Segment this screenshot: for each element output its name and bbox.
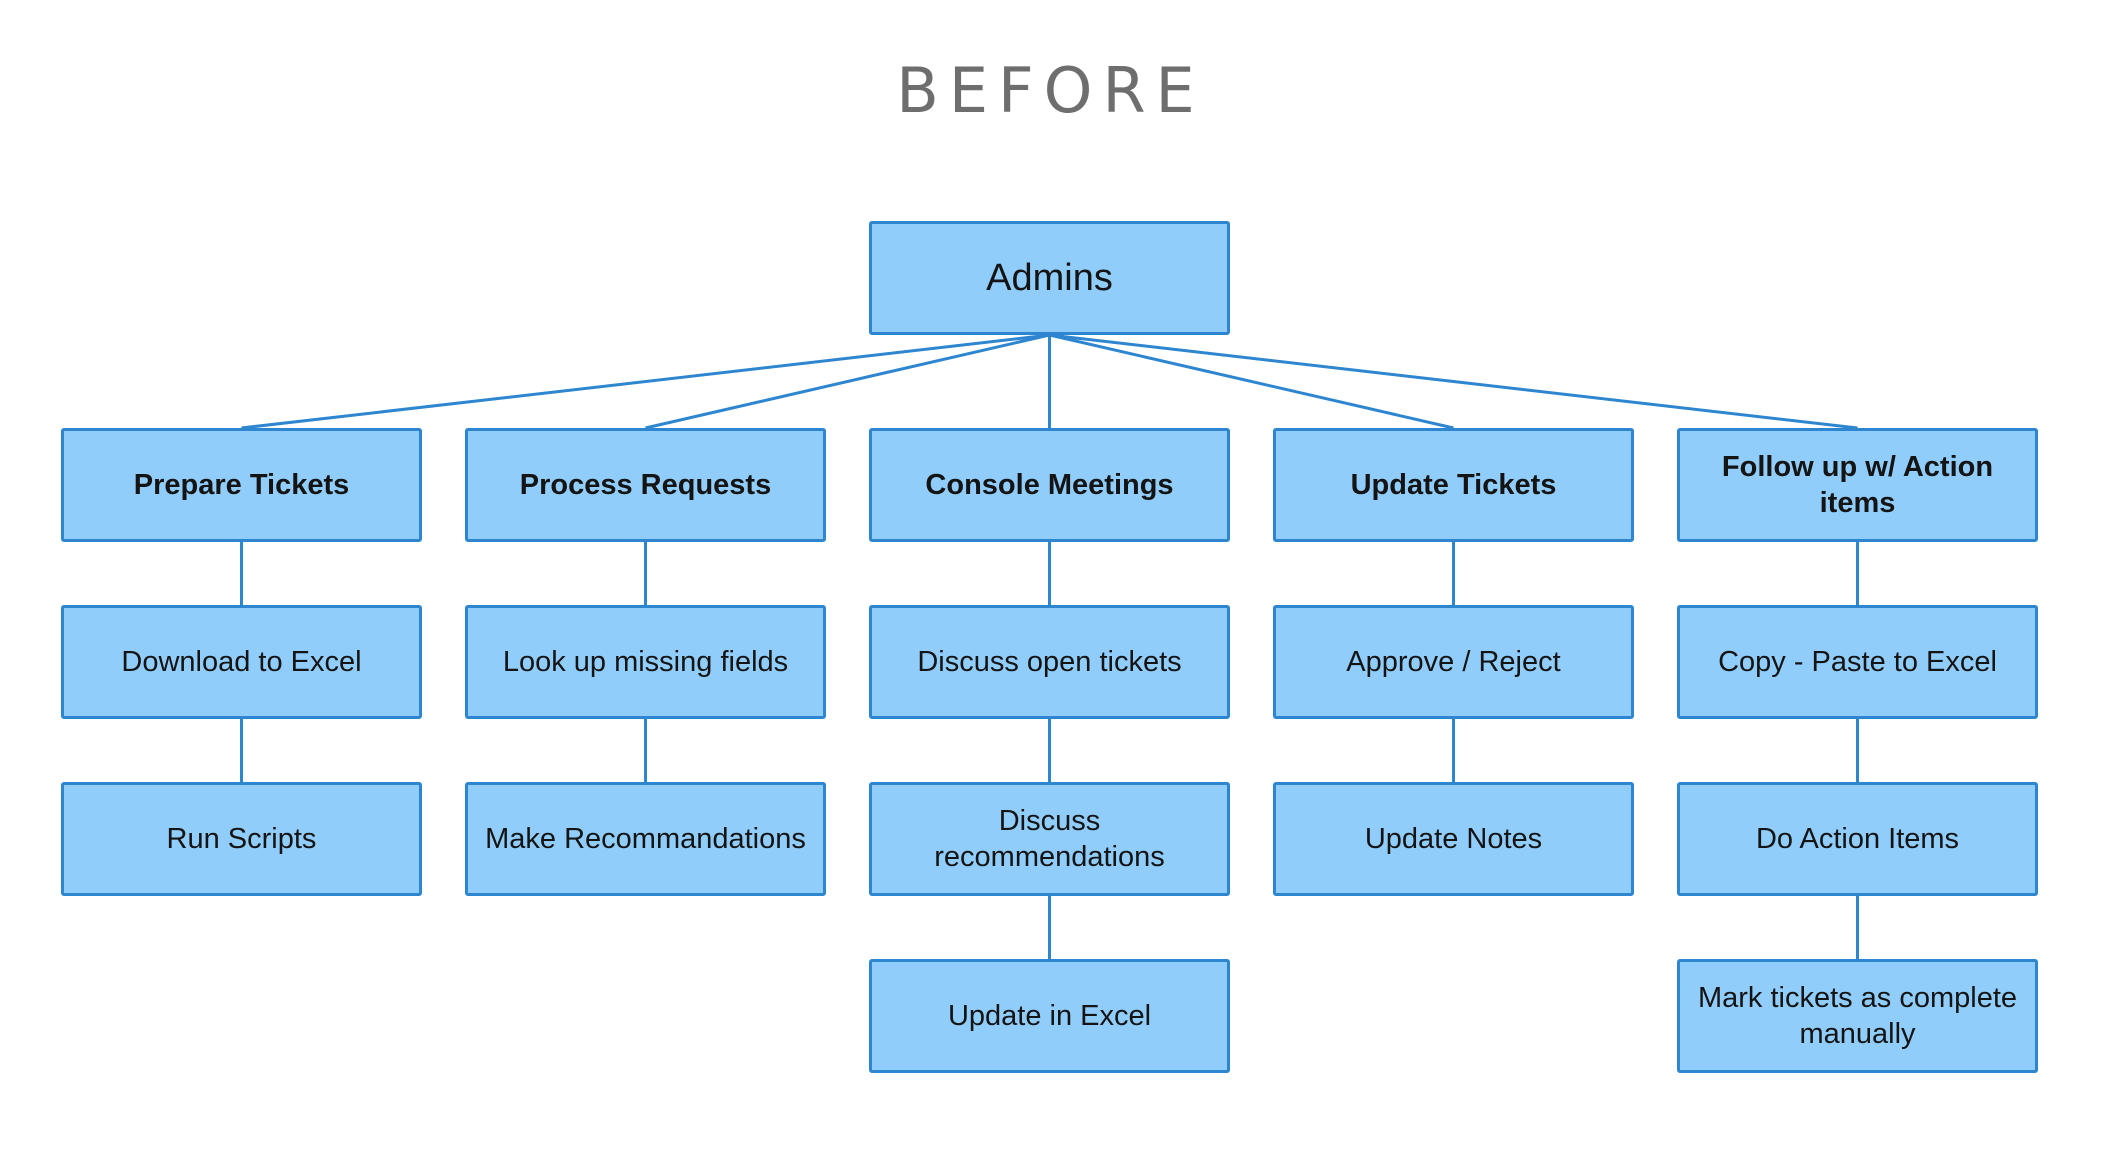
- step-node-download-to-excel: Download to Excel: [61, 605, 422, 719]
- category-node-console-meetings: Console Meetings: [869, 428, 1230, 542]
- connector-root-to-prepare-tickets: [241, 333, 1050, 430]
- step-node-do-action-items: Do Action Items: [1677, 782, 2038, 896]
- step-node-discuss-open-tickets: Discuss open tickets: [869, 605, 1230, 719]
- page-title: BEFORE: [896, 54, 1205, 127]
- category-node-prepare-tickets: Prepare Tickets: [61, 428, 422, 542]
- step-node-mark-tickets-as-complete-manually: Mark tickets as complete manually: [1677, 959, 2038, 1073]
- category-node-follow-up-w-action-items: Follow up w/ Action items: [1677, 428, 2038, 542]
- step-node-look-up-missing-fields: Look up missing fields: [465, 605, 826, 719]
- step-node-run-scripts: Run Scripts: [61, 782, 422, 896]
- step-node-update-notes: Update Notes: [1273, 782, 1634, 896]
- step-node-discuss-recommendations: Discuss recommendations: [869, 782, 1230, 896]
- step-node-copy-paste-to-excel: Copy - Paste to Excel: [1677, 605, 2038, 719]
- connector-root-to-update-tickets: [1049, 333, 1454, 430]
- node-root: Admins: [869, 221, 1230, 335]
- category-node-process-requests: Process Requests: [465, 428, 826, 542]
- category-node-update-tickets: Update Tickets: [1273, 428, 1634, 542]
- step-node-make-recommandations: Make Recommandations: [465, 782, 826, 896]
- step-node-approve-reject: Approve / Reject: [1273, 605, 1634, 719]
- step-node-update-in-excel: Update in Excel: [869, 959, 1230, 1073]
- connector-root-to-process-requests: [645, 333, 1050, 430]
- connector-root-to-follow-up-w-action-items: [1049, 333, 1858, 430]
